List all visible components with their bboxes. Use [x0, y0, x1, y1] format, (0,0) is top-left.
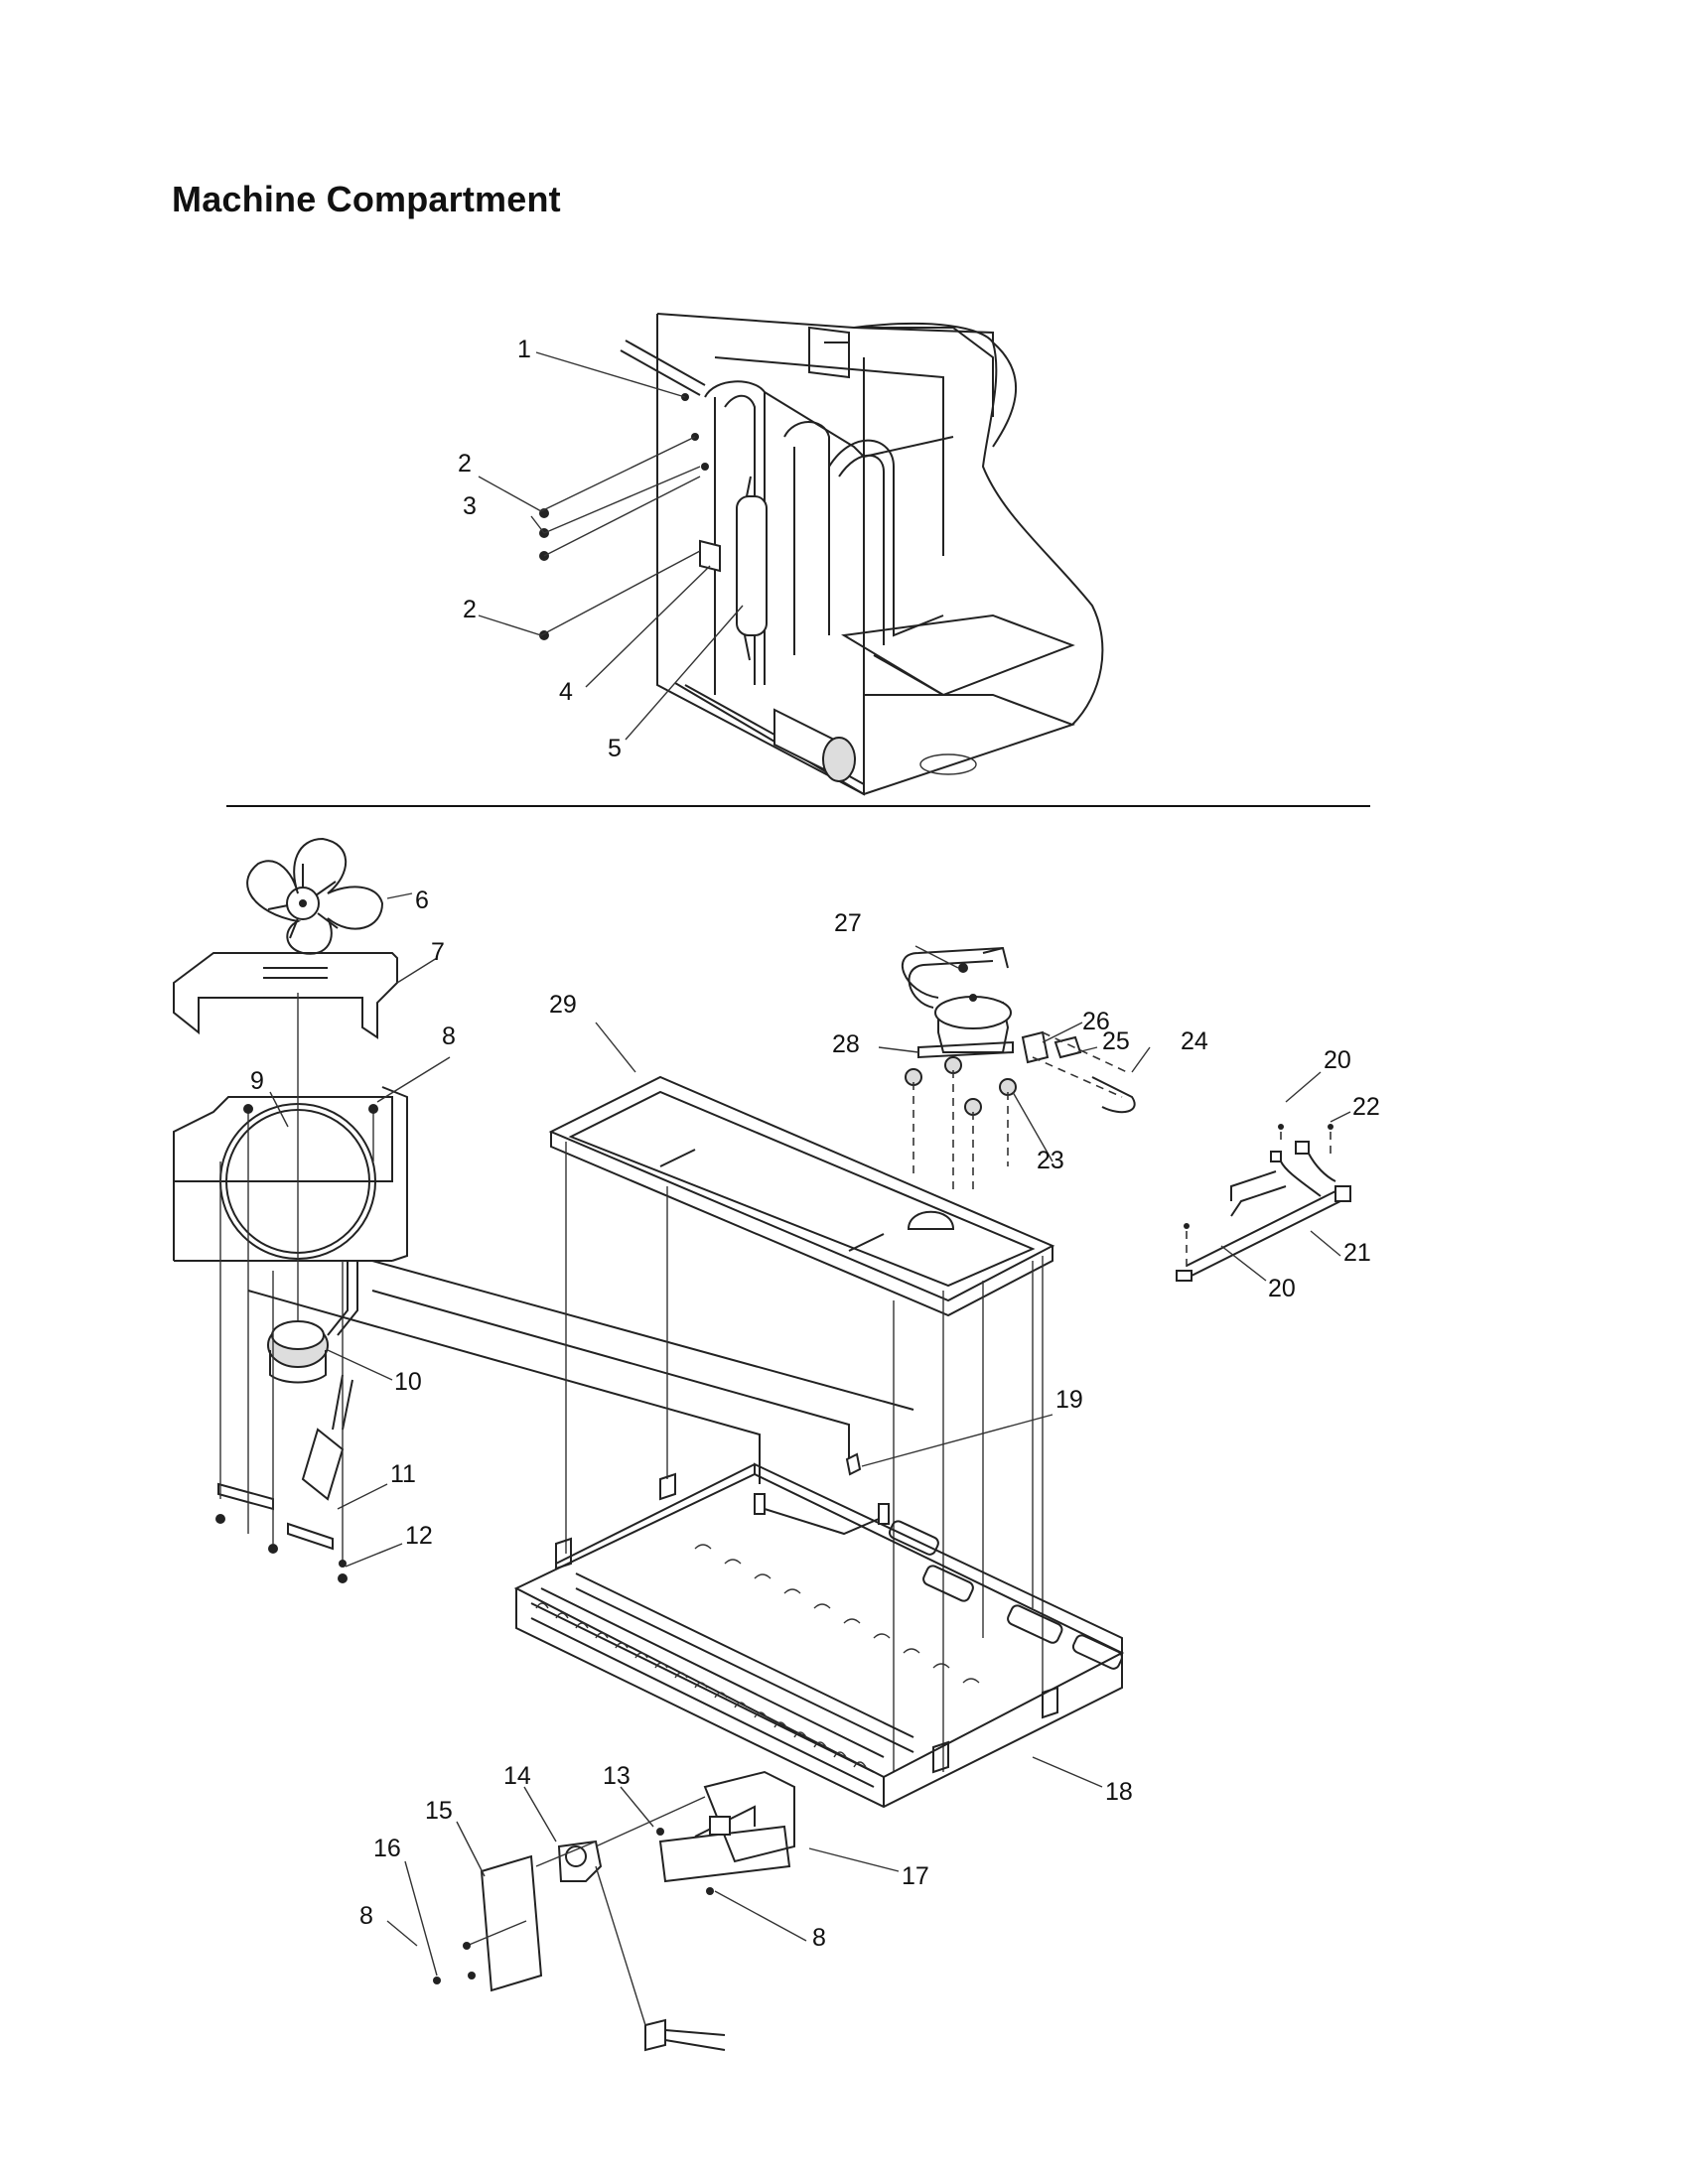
- callout-19: 19: [1055, 1386, 1083, 1414]
- callout-16: 16: [373, 1835, 401, 1862]
- callout-29: 29: [549, 991, 577, 1019]
- callout-4: 4: [559, 678, 573, 706]
- callout-27: 27: [834, 909, 862, 937]
- leader-lines: [269, 892, 1351, 1977]
- bottom-exploded-view: 1 2 3 2 4 5 6 7 8 9 10 11 12 13 14 15 16…: [173, 336, 1380, 2052]
- callout-23: 23: [1037, 1147, 1064, 1174]
- callout-13: 13: [603, 1762, 631, 1790]
- callout-17: 17: [902, 1862, 929, 1890]
- callout-1: 1: [517, 336, 531, 363]
- top-exploded-view: [478, 313, 1104, 796]
- wiring-harness: [1176, 1124, 1351, 1282]
- callout-22: 22: [1352, 1093, 1380, 1121]
- callout-25: 25: [1102, 1027, 1130, 1055]
- callout-11: 11: [390, 1460, 416, 1488]
- callout-24: 24: [1181, 1027, 1208, 1055]
- callout-8: 8: [442, 1023, 456, 1050]
- condenser-coil-bends: [535, 1544, 980, 1768]
- page-title: Machine Compartment: [172, 179, 561, 219]
- fan-blade: [246, 837, 384, 955]
- callout-14: 14: [503, 1762, 531, 1790]
- callout-3: 3: [463, 492, 477, 520]
- callout-20-lower: 20: [1268, 1275, 1296, 1302]
- callout-18: 18: [1105, 1778, 1133, 1806]
- callout-6: 6: [415, 887, 429, 914]
- callout-26: 26: [1082, 1008, 1110, 1035]
- callout-8-right: 8: [812, 1924, 826, 1952]
- callout-12: 12: [405, 1522, 433, 1550]
- grommets: [905, 1056, 1017, 1191]
- callout-20: 20: [1324, 1046, 1351, 1074]
- condenser-base: [513, 1462, 1125, 1809]
- callout-9: 9: [250, 1067, 264, 1095]
- callout-10: 10: [394, 1368, 422, 1396]
- callout-5: 5: [608, 735, 622, 762]
- callout-15: 15: [425, 1797, 453, 1825]
- relay-overload: [1021, 1030, 1136, 1114]
- callout-labels: 1 2 3 2 4 5 6 7 8 9 10 11 12 13 14 15 16…: [250, 336, 1380, 1952]
- callout-7: 7: [431, 938, 445, 966]
- defrost-timer-assembly: [433, 1770, 795, 2052]
- drain-fitting: [845, 1452, 862, 1476]
- callout-21: 21: [1343, 1239, 1371, 1267]
- callout-2: 2: [458, 450, 472, 478]
- compressor: [901, 946, 1014, 1059]
- callout-8-left: 8: [359, 1902, 373, 1930]
- callout-28: 28: [832, 1030, 860, 1058]
- drain-pan: [548, 1075, 1055, 1317]
- callout-2-lower: 2: [463, 596, 477, 623]
